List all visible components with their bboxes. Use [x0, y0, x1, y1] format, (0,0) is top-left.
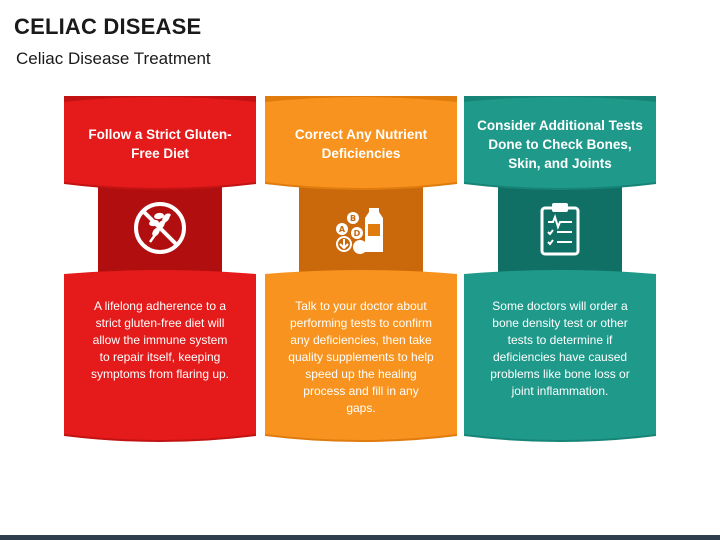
- svg-text:A: A: [339, 225, 346, 234]
- treatment-card-additional-tests: Consider Additional Tests Done to Check …: [464, 96, 656, 446]
- footer-bar: [0, 535, 720, 540]
- treatment-card-nutrients: Correct Any Nutrient Deficiencies B A D …: [265, 96, 457, 446]
- card-1-background: [64, 96, 256, 442]
- card-body: A lifelong adherence to a strict gluten-…: [90, 299, 230, 381]
- card-body: Some doctors will order a bone density t…: [490, 299, 630, 398]
- card-heading: Correct Any Nutrient Deficiencies: [294, 127, 428, 161]
- svg-text:B: B: [350, 214, 356, 223]
- vitamins-supplements-icon: B A D: [329, 196, 393, 260]
- card-heading: Follow a Strict Gluten-Free Diet: [88, 127, 232, 161]
- page-title: CELIAC DISEASE: [14, 14, 202, 39]
- no-gluten-icon: [128, 196, 192, 260]
- svg-text:D: D: [354, 229, 361, 238]
- card-heading: Consider Additional Tests Done to Check …: [477, 117, 643, 171]
- medical-checklist-icon: [528, 196, 592, 260]
- card-3-background: [464, 96, 656, 442]
- treatment-card-gluten-free: Follow a Strict Gluten-Free Diet A lifel…: [64, 96, 256, 446]
- card-body: Talk to your doctor about performing tes…: [288, 299, 434, 415]
- page-subtitle: Celiac Disease Treatment: [16, 49, 211, 68]
